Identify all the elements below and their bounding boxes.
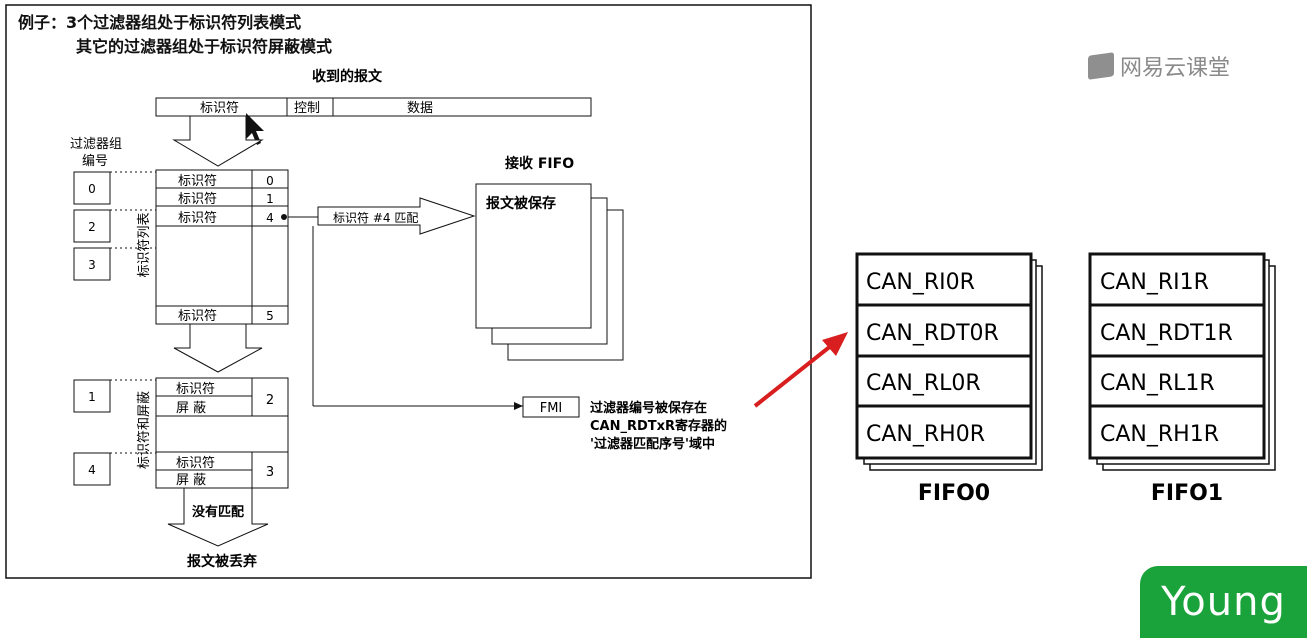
fifo0-reg-2: CAN_RL0R	[866, 371, 981, 396]
mask-group-0-id: 标识符	[176, 381, 215, 397]
msg-field-id: 标识符	[200, 100, 239, 116]
mouse-cursor-icon	[246, 113, 264, 145]
fmi-label: FMI	[540, 401, 563, 416]
match-arrow	[317, 197, 476, 235]
list-row-2-label: 标识符	[178, 210, 217, 226]
down-arrow-1	[172, 115, 264, 167]
fifo0-stack: CAN_RI0R CAN_RDT0R CAN_RL0R CAN_RH0R	[855, 252, 1043, 471]
list-row-0-label: 标识符	[178, 173, 217, 189]
mask-group-0-mask: 屏 蔽	[176, 401, 206, 416]
bank-number-3: 3	[88, 258, 96, 272]
list-row-1-index: 1	[266, 192, 274, 206]
fifo1-stack: CAN_RI1R CAN_RDT1R CAN_RL1R CAN_RH1R	[1088, 252, 1276, 471]
fifo-title: 接收 FIFO	[505, 155, 574, 172]
diagram-title-line2: 其它的过滤器组处于标识符屏蔽模式	[76, 37, 333, 56]
down-arrow-2	[173, 323, 263, 373]
fmi-note-1: 过滤器编号被保存在	[590, 400, 707, 416]
bank-number-4: 4	[88, 463, 96, 477]
mask-mode-label: 标识符和屏蔽	[136, 391, 152, 469]
receive-fifo	[475, 183, 592, 329]
filter-bank-label-2: 编号	[82, 154, 108, 169]
match-arrow-label: 标识符 #4 匹配	[333, 210, 418, 225]
list-mode-label: 标识符列表	[136, 212, 152, 277]
fmi-box	[522, 396, 580, 418]
mask-group-0-index: 2	[266, 393, 274, 408]
msg-field-data: 数据	[407, 101, 433, 116]
mask-group-1-mask: 屏 蔽	[176, 473, 206, 488]
fmi-note-3: '过滤器匹配序号'域中	[590, 436, 715, 452]
list-table	[155, 169, 289, 325]
bank-box-0	[73, 171, 111, 205]
bank-box-3	[73, 247, 111, 281]
fmi-note-2: CAN_RDTxR寄存器的	[590, 418, 727, 434]
diagram-frame	[5, 4, 812, 579]
fifo1-name: FIFO1	[1151, 481, 1223, 506]
red-arrow-head	[822, 332, 848, 356]
bank-box-2	[73, 209, 111, 243]
fifo0-name: FIFO0	[918, 481, 990, 506]
received-message-label: 收到的报文	[312, 68, 383, 85]
fifo0-reg-3: CAN_RH0R	[866, 422, 985, 447]
list-row-3-label: 标识符	[178, 308, 217, 324]
bank-number-1: 1	[88, 390, 96, 404]
fifo1-reg-0: CAN_RI1R	[1100, 270, 1209, 295]
young-badge: Young	[1140, 566, 1307, 638]
logo-text: 网易云课堂	[1120, 56, 1231, 81]
list-row-1-label: 标识符	[178, 191, 217, 207]
fifo0-reg-1: CAN_RDT0R	[866, 321, 999, 346]
list-row-3-index: 5	[266, 309, 274, 323]
mask-group-1-index: 3	[266, 465, 274, 480]
bank-box-4	[73, 452, 111, 486]
bank-box-1	[73, 379, 111, 413]
filter-bank-label-1: 过滤器组	[70, 137, 122, 152]
msg-field-control: 控制	[294, 101, 320, 116]
discarded-label: 报文被丢弃	[187, 553, 257, 570]
fifo1-reg-3: CAN_RH1R	[1100, 422, 1219, 447]
bank-number-0: 0	[88, 182, 96, 196]
fifo-saved-label: 报文被保存	[486, 195, 556, 212]
red-arrow	[753, 343, 834, 408]
no-match-label: 没有匹配	[192, 504, 244, 520]
mask-group-1-id: 标识符	[176, 455, 215, 471]
fifo0-reg-0: CAN_RI0R	[866, 270, 975, 295]
list-row-2-index: 4	[266, 211, 274, 225]
list-row-0-index: 0	[266, 174, 274, 188]
fifo1-reg-1: CAN_RDT1R	[1100, 321, 1233, 346]
down-arrow-3	[167, 487, 269, 547]
bank-number-2: 2	[88, 220, 96, 234]
diagram-title-line1: 例子：3个过滤器组处于标识符列表模式	[18, 13, 302, 32]
logo: 网易云课堂	[1088, 50, 1230, 82]
fifo1-reg-2: CAN_RL1R	[1100, 371, 1215, 396]
message-frame	[155, 97, 592, 117]
netease-cloud-classroom-icon	[1088, 52, 1114, 80]
